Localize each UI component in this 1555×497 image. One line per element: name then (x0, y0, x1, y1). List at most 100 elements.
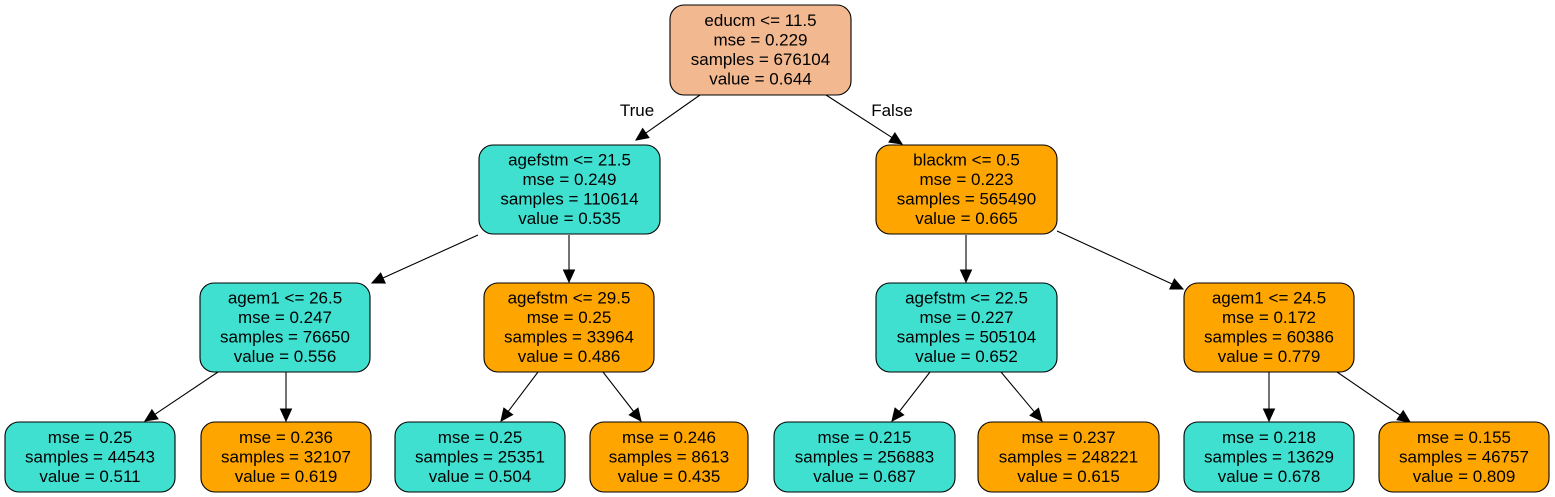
node-box (1183, 282, 1355, 373)
arrow-head-icon (959, 269, 973, 284)
edge-line (825, 94, 893, 138)
node-text-line: mse = 0.236 (239, 428, 333, 447)
node-text-line: value = 0.644 (709, 70, 812, 89)
arrow-head-icon (1029, 407, 1043, 422)
node-text-line: mse = 0.172 (1222, 308, 1316, 327)
node-text-line: samples = 8613 (609, 447, 730, 466)
node-text-line: mse = 0.25 (48, 428, 133, 447)
edge-line (154, 371, 219, 415)
node-text-line: value = 0.504 (429, 467, 532, 486)
node-box (589, 421, 749, 493)
edge-n6-n14 (1336, 371, 1411, 423)
node-text-line: value = 0.435 (618, 467, 721, 486)
node-text-line: mse = 0.227 (919, 308, 1013, 327)
node-text-line: value = 0.678 (1218, 467, 1321, 486)
edge-n0-n1 (635, 94, 701, 141)
node-box (483, 282, 655, 373)
node-box (875, 144, 1058, 235)
arrow-head-icon (562, 269, 576, 284)
node-text-line: value = 0.687 (813, 467, 916, 486)
node-text-line: mse = 0.218 (1222, 428, 1316, 447)
node-text-line: samples = 46757 (1399, 447, 1529, 466)
edge-n6-n13 (1262, 372, 1276, 423)
node-text-line: value = 0.665 (915, 209, 1018, 228)
node-box (1183, 421, 1355, 493)
node-text-line: mse = 0.229 (713, 31, 807, 50)
node-text-line: blackm <= 0.5 (913, 151, 1020, 170)
node-text-line: mse = 0.223 (919, 170, 1013, 189)
node-text-line: samples = 33964 (504, 328, 634, 347)
node-text-line: samples = 676104 (691, 50, 830, 69)
edge-n0-n2 (825, 94, 904, 145)
edge-line (898, 371, 931, 412)
edge-line (382, 234, 479, 279)
edge-n3-n8 (279, 372, 293, 423)
node-text-line: mse = 0.247 (238, 308, 332, 327)
node-text-line: mse = 0.25 (438, 428, 523, 447)
node-text-line: agem1 <= 26.5 (228, 289, 342, 308)
node-text-line: agefstm <= 22.5 (905, 289, 1028, 308)
node-text-line: mse = 0.155 (1417, 428, 1511, 447)
node-text-line: samples = 13629 (1204, 447, 1334, 466)
node-text-line: agefstm <= 29.5 (508, 289, 631, 308)
node-text-line: samples = 44543 (25, 447, 155, 466)
node-text-line: value = 0.615 (1017, 467, 1120, 486)
edge-n1-n4 (562, 235, 576, 284)
node-box (669, 4, 852, 96)
edges-layer (144, 94, 1411, 423)
node-text-line: value = 0.619 (235, 467, 338, 486)
node-text-line: samples = 110614 (500, 190, 638, 209)
edge-n4-n10 (602, 371, 642, 422)
node-box (478, 144, 661, 235)
arrow-head-icon (144, 408, 159, 422)
arrow-head-icon (500, 407, 514, 422)
edge-n3-n7 (144, 371, 219, 422)
node-text-line: value = 0.779 (1218, 347, 1321, 366)
edge-n5-n11 (891, 371, 931, 422)
node-box (200, 421, 372, 493)
node-text-line: value = 0.556 (234, 347, 337, 366)
node-text-line: mse = 0.249 (522, 170, 616, 189)
node-text-line: samples = 256883 (795, 447, 934, 466)
node-text-line: mse = 0.215 (817, 428, 911, 447)
arrow-head-icon (635, 127, 650, 141)
node-text-line: samples = 60386 (1204, 328, 1334, 347)
edge-n4-n9 (500, 371, 539, 422)
node-text-line: value = 0.809 (1413, 467, 1516, 486)
node-box (875, 282, 1058, 373)
edge-n1-n3 (370, 234, 479, 284)
edge-line (1000, 371, 1035, 413)
node-text-line: samples = 565490 (897, 190, 1036, 209)
node-box (199, 282, 371, 373)
edge-label-true: True (620, 101, 654, 120)
node-box (977, 421, 1160, 493)
node-text-line: value = 0.486 (518, 347, 621, 366)
node-text-line: value = 0.652 (915, 347, 1018, 366)
arrow-head-icon (1169, 278, 1185, 290)
node-box (394, 421, 566, 493)
node-text-line: samples = 32107 (221, 447, 351, 466)
edge-line (1336, 371, 1401, 416)
edge-n2-n5 (959, 235, 973, 284)
arrow-head-icon (1396, 409, 1411, 423)
node-text-line: samples = 25351 (415, 447, 545, 466)
arrow-head-icon (891, 407, 905, 422)
node-text-line: agem1 <= 24.5 (1212, 289, 1326, 308)
edge-n2-n6 (1056, 230, 1185, 290)
node-text-line: samples = 76650 (220, 328, 350, 347)
node-text-line: agefstm <= 21.5 (508, 151, 631, 170)
edge-line (602, 371, 635, 412)
node-text-line: value = 0.511 (39, 467, 140, 486)
arrow-head-icon (628, 407, 642, 422)
